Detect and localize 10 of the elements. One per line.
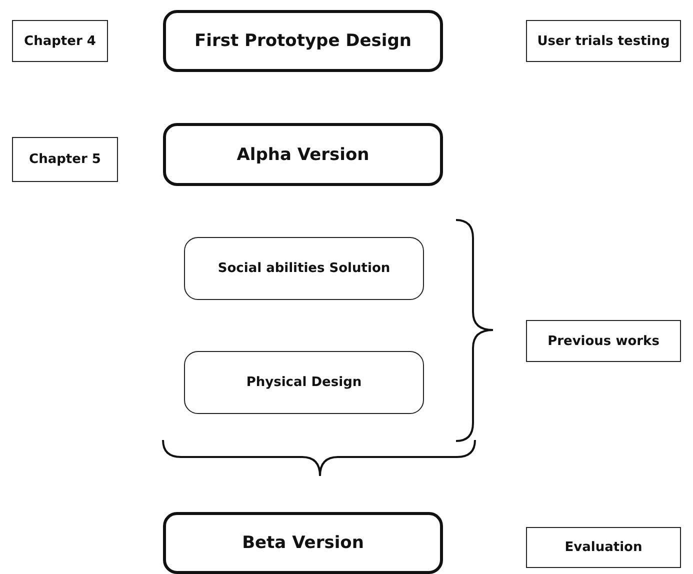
- chapter-box: Chapter 5: [12, 137, 118, 182]
- chapter-box: Chapter 4: [12, 20, 108, 62]
- process-box: Beta Version: [163, 512, 443, 574]
- process-box: Alpha Version: [163, 123, 443, 186]
- process-box: First Prototype Design: [163, 10, 443, 72]
- process-box: Social abilities Solution: [184, 237, 424, 300]
- note-box: Evaluation: [526, 527, 681, 568]
- note-box: User trials testing: [526, 20, 681, 62]
- process-box: Physical Design: [184, 351, 424, 414]
- note-box: Previous works: [526, 320, 681, 362]
